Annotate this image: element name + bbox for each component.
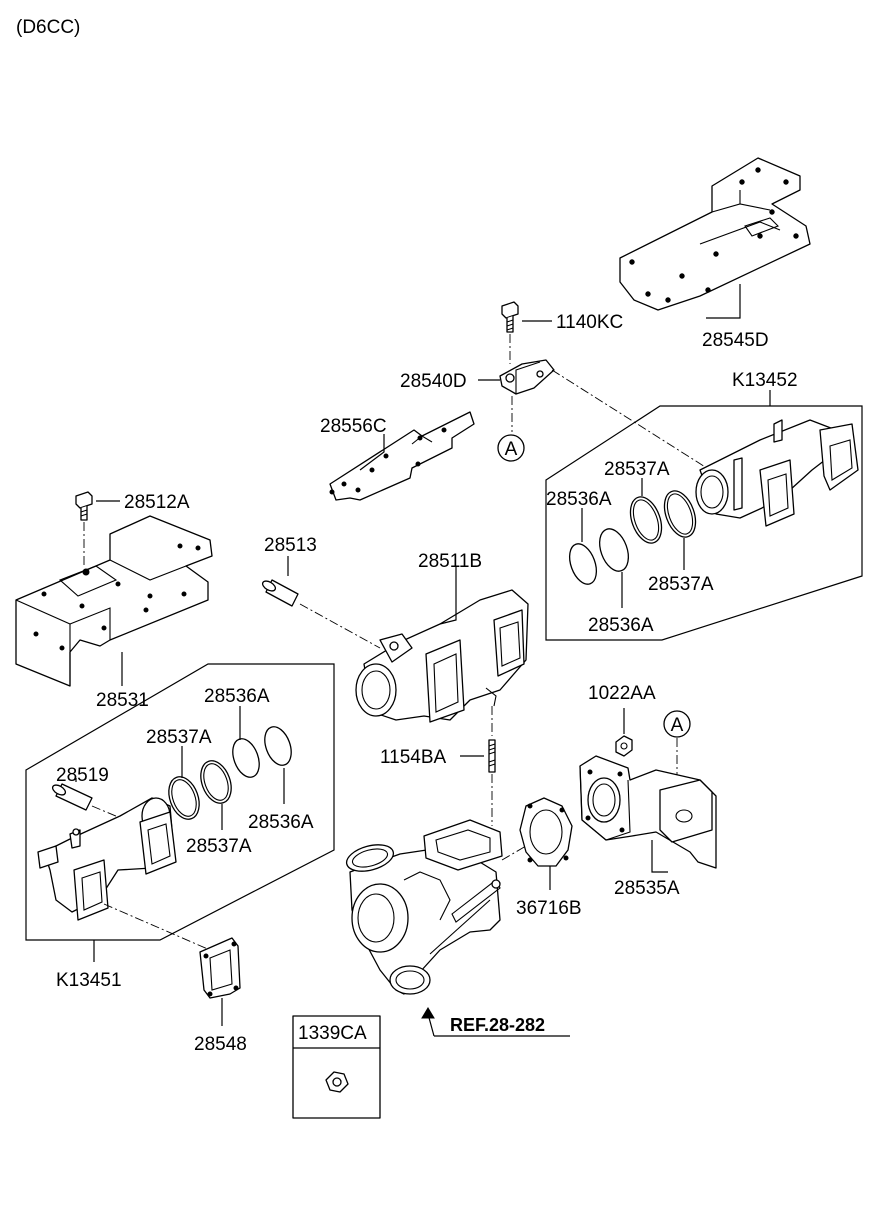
stud-1154BA [488,739,496,773]
label-K13452: K13452 [732,370,798,391]
label-28536A-bottom-1: 28536A [204,686,270,707]
label-28536A-top-2: 28536A [588,615,654,636]
inset-box-1339CA [292,1015,381,1119]
label-28513: 28513 [264,535,317,556]
marker-A-upper [497,434,525,462]
label-28511B: 28511B [418,551,482,572]
leader-28556C [359,434,385,471]
heat-shield-28545D [619,157,811,311]
heat-shield-28556C [329,411,475,501]
engine-code-label: (D6CC) [16,17,80,38]
label-28536A-top-1: 28536A [546,489,612,510]
sleeve-28513 [261,579,299,607]
label-K13451: K13451 [56,970,122,991]
gasket-28548 [199,937,241,999]
label-ref-28-282: REF.28-282 [450,1015,545,1035]
marker-A-lower-label: A [671,715,684,736]
leader-28545D [706,284,741,319]
sleeve-28519 [51,783,93,811]
label-1022AA: 1022AA [588,683,656,704]
marker-A-upper-label: A [505,439,518,460]
marker-A-lower [663,710,691,738]
label-1154BA: 1154BA [380,747,447,768]
label-28531: 28531 [96,690,149,711]
label-1140KC: 1140KC [556,312,623,333]
label-28519: 28519 [56,765,109,786]
nut-1022AA [615,735,633,757]
exhaust-manifold-28511B [355,589,529,723]
label-28556C: 28556C [320,416,387,437]
bolt-28512A [75,491,93,521]
label-36716B: 36716B [516,898,582,919]
ref-arrow-icon [421,1007,435,1019]
exhaust-manifold-rear [37,797,177,921]
exhaust-manifold-front [695,419,859,527]
elbow-pipe-28535A [579,755,717,869]
gasket-36716B [519,797,573,867]
label-28537A-bottom-2: 28537A [186,836,252,857]
label-28535A: 28535A [614,878,680,899]
label-28545D: 28545D [702,330,769,351]
label-28537A-top-2: 28537A [648,574,714,595]
heat-shield-28531 [15,515,213,687]
label-28537A-bottom-1: 28537A [146,727,212,748]
seal-rings-top [568,490,697,585]
label-28537A-top-1: 28537A [604,459,670,480]
bracket-28540D [499,359,555,395]
label-28548: 28548 [194,1034,247,1055]
kit-box-K13451 [25,663,335,941]
turbocharger [345,819,503,995]
label-28512A: 28512A [124,492,190,513]
kit-box-K13452 [545,405,863,641]
label-28540D: 28540D [400,371,467,392]
bolt-1140KC [501,301,519,333]
label-1339CA: 1339CA [298,1023,367,1044]
seal-rings-bottom [168,726,292,820]
label-28536A-bottom-2: 28536A [248,812,314,833]
